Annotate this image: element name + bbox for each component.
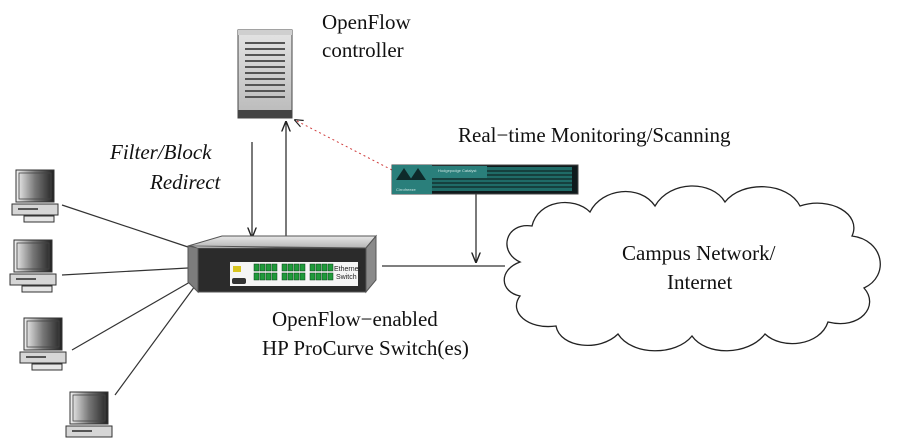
- pc-icon: [11, 169, 59, 223]
- pc-links: [61, 204, 196, 396]
- switch-port: [271, 263, 278, 272]
- switch-port: [259, 272, 266, 281]
- cloud-label-line1: Campus Network/: [622, 241, 776, 265]
- switch-port: [299, 263, 306, 272]
- server-icon: [237, 29, 293, 119]
- switch-port: [293, 272, 300, 281]
- redirect-label: Redirect: [150, 170, 221, 194]
- switch-port: [265, 272, 272, 281]
- monitor-device-text-left: Cirrofreeze: [396, 187, 417, 192]
- switch-badge-line2: Switch: [336, 274, 357, 281]
- switch-port: [265, 263, 272, 272]
- cloud-icon: [503, 185, 881, 352]
- switch-port: [287, 272, 294, 281]
- switch-port: [271, 272, 278, 281]
- switch-port: [287, 263, 294, 272]
- switch-port: [293, 263, 300, 272]
- monitoring-appliance-icon: Cirrofreeze Hodgepodge Catalyst: [391, 164, 579, 195]
- switch-label-line1: OpenFlow−enabled: [272, 307, 438, 331]
- switch-port: [321, 272, 328, 281]
- switch-port: [253, 272, 260, 281]
- switch-port: [309, 272, 316, 281]
- switch-port: [315, 263, 322, 272]
- switch-port: [259, 263, 266, 272]
- arrow-monitor-to-controller: [295, 120, 393, 171]
- switch-port: [299, 272, 306, 281]
- switch-port: [315, 272, 322, 281]
- switch-badge-line1: Ethernet: [334, 266, 361, 273]
- link-pc-2: [61, 267, 189, 276]
- switch-port: [321, 263, 328, 272]
- pc-icon: [9, 239, 57, 293]
- controller-label-line2: controller: [322, 38, 404, 62]
- pc-icon: [65, 391, 113, 438]
- switch-port: [309, 263, 316, 272]
- cloud-label-line2: Internet: [667, 270, 733, 294]
- switch-port: [253, 263, 260, 272]
- switch-port: [281, 272, 288, 281]
- pc-icon: [19, 317, 67, 371]
- monitor-device-text-right: Hodgepodge Catalyst: [438, 168, 477, 173]
- link-pc-1: [61, 204, 189, 248]
- link-pc-3: [71, 281, 191, 351]
- switch-label-line2: HP ProCurve Switch(es): [262, 336, 469, 360]
- switch-status-led: [233, 266, 241, 272]
- filter-block-label: Filter/Block: [110, 140, 212, 164]
- switch-port: [281, 263, 288, 272]
- switch-port: [327, 272, 334, 281]
- link-pc-4: [114, 285, 196, 396]
- switch-icon: Ethernet Switch: [187, 234, 378, 294]
- monitoring-label: Real−time Monitoring/Scanning: [458, 123, 731, 147]
- controller-label-line1: OpenFlow: [322, 10, 411, 34]
- switch-port: [327, 263, 334, 272]
